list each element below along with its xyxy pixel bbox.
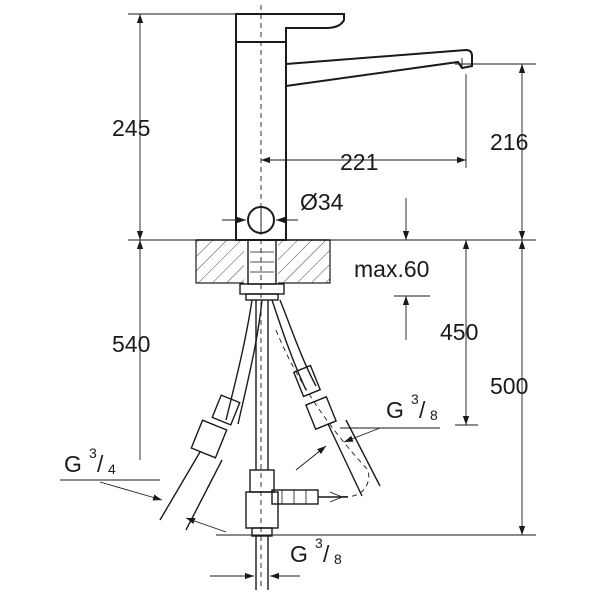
svg-text:/: / bbox=[323, 541, 330, 567]
svg-text:3: 3 bbox=[411, 391, 419, 407]
label-hole-diameter: Ø34 bbox=[300, 189, 344, 215]
faucet-body bbox=[235, 13, 473, 241]
svg-text:G: G bbox=[290, 541, 308, 567]
label-faucet-height: 245 bbox=[112, 115, 150, 141]
svg-text:/: / bbox=[419, 397, 426, 423]
svg-text:8: 8 bbox=[334, 551, 342, 567]
countertop bbox=[195, 239, 331, 285]
label-hose-450: 450 bbox=[440, 319, 478, 345]
dimension-lines bbox=[60, 14, 526, 580]
svg-text:/: / bbox=[97, 451, 104, 477]
thread-label-left: G 3 / 4 bbox=[64, 445, 116, 477]
label-spout-reach: 221 bbox=[340, 149, 378, 175]
svg-text:4: 4 bbox=[108, 461, 116, 477]
mounting-shank bbox=[239, 239, 285, 301]
label-max-thickness: max.60 bbox=[354, 256, 429, 282]
thread-label-bottom: G 3 / 8 bbox=[290, 535, 342, 567]
svg-text:G: G bbox=[64, 451, 82, 477]
reference-lines bbox=[128, 13, 536, 536]
label-hose-500: 500 bbox=[490, 373, 528, 399]
hoses bbox=[159, 299, 381, 590]
svg-text:G: G bbox=[386, 397, 404, 423]
svg-text:3: 3 bbox=[89, 445, 97, 461]
label-spout-height: 216 bbox=[490, 129, 528, 155]
label-hose-540: 540 bbox=[112, 331, 150, 357]
svg-text:3: 3 bbox=[315, 535, 323, 551]
svg-text:8: 8 bbox=[430, 407, 438, 423]
thread-label-right: G 3 / 8 bbox=[386, 391, 438, 423]
